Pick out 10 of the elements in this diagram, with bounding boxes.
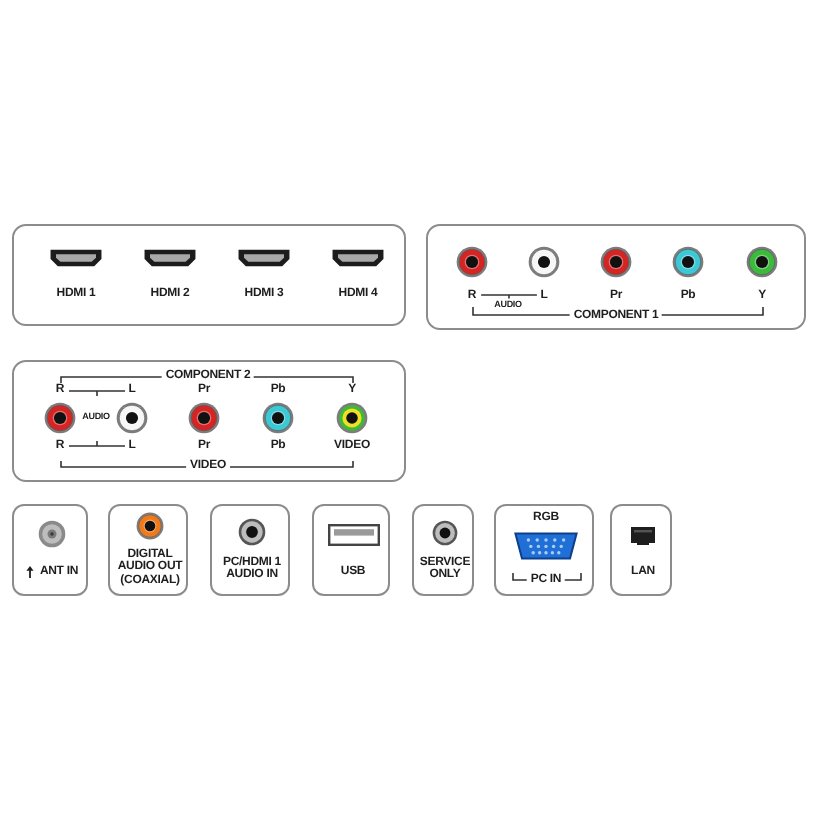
port-box	[610, 504, 672, 596]
port-box	[108, 504, 188, 596]
connector-panel	[426, 224, 806, 330]
port-box	[210, 504, 290, 596]
connector-panel	[12, 360, 406, 482]
connector-panel	[12, 224, 406, 326]
port-box	[12, 504, 88, 596]
port-box	[312, 504, 390, 596]
port-box	[494, 504, 594, 596]
port-box	[412, 504, 474, 596]
